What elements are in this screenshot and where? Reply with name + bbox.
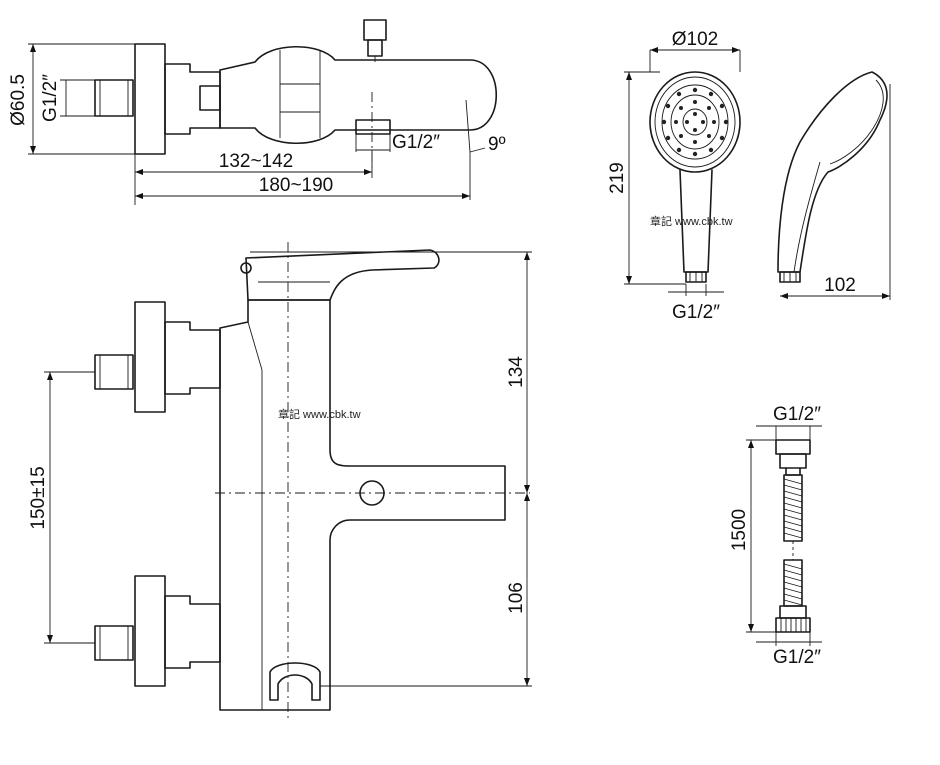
inlet-thread [94,79,134,117]
top-view: Ø60.5 G1/2″ G1/2″ 9º 132~142 180~190 [8,19,506,205]
hose-top-thread-label: G1/2″ [773,404,821,425]
shower-width-label: 102 [824,275,856,296]
shower-thread-label: G1/2″ [672,302,720,323]
shower-head-front [649,71,741,173]
inner-length-label: 132~142 [219,151,294,172]
outer-length-label: 180~190 [259,175,334,196]
wall-flange [134,43,166,155]
flange-diameter-label: Ø60.5 [8,74,29,126]
spout-thread-label: G1/2″ [392,132,440,153]
upper-inlet [94,354,134,390]
lower-flange [134,575,166,687]
upper-height-label: 134 [506,356,527,388]
diverter-knob [363,19,387,41]
hand-shower: Ø102 219 G1/2″ 102 章記 www.cbk.tw [607,29,891,323]
upper-flange [134,301,166,413]
spout-angle-label: 9º [488,134,506,155]
mixer-body-top [219,45,498,145]
lower-inlet [94,625,134,661]
spout-outlet [355,119,391,135]
shower-holder [269,662,321,701]
inlet-thread-label: G1/2″ [40,74,61,122]
front-view: 150±15 134 106 章記 www.cbk.tw [28,242,532,722]
hose-bottom-nut [775,617,811,633]
mixer-body-front [219,299,506,711]
hose-coil-bottom [783,559,803,607]
hose-length-label: 1500 [729,509,750,551]
lever-handle [245,249,440,301]
shower-watermark: 章記 www.cbk.tw [650,214,733,228]
shower-height-label: 219 [607,162,628,194]
shower-hose: G1/2″ 1500 G1/2″ [729,404,822,668]
front-watermark: 章記 www.cbk.tw [278,407,361,421]
lower-height-label: 106 [506,582,527,614]
shower-side-view [777,71,888,273]
head-diameter-label: Ø102 [672,29,718,50]
hose-top-nut [775,439,811,455]
inlet-spacing-label: 150±15 [28,466,49,529]
eccentric-connector [164,63,221,135]
spray-nozzles [661,87,729,157]
hose-bottom-thread-label: G1/2″ [773,647,821,668]
hose-coil-top [783,474,803,542]
